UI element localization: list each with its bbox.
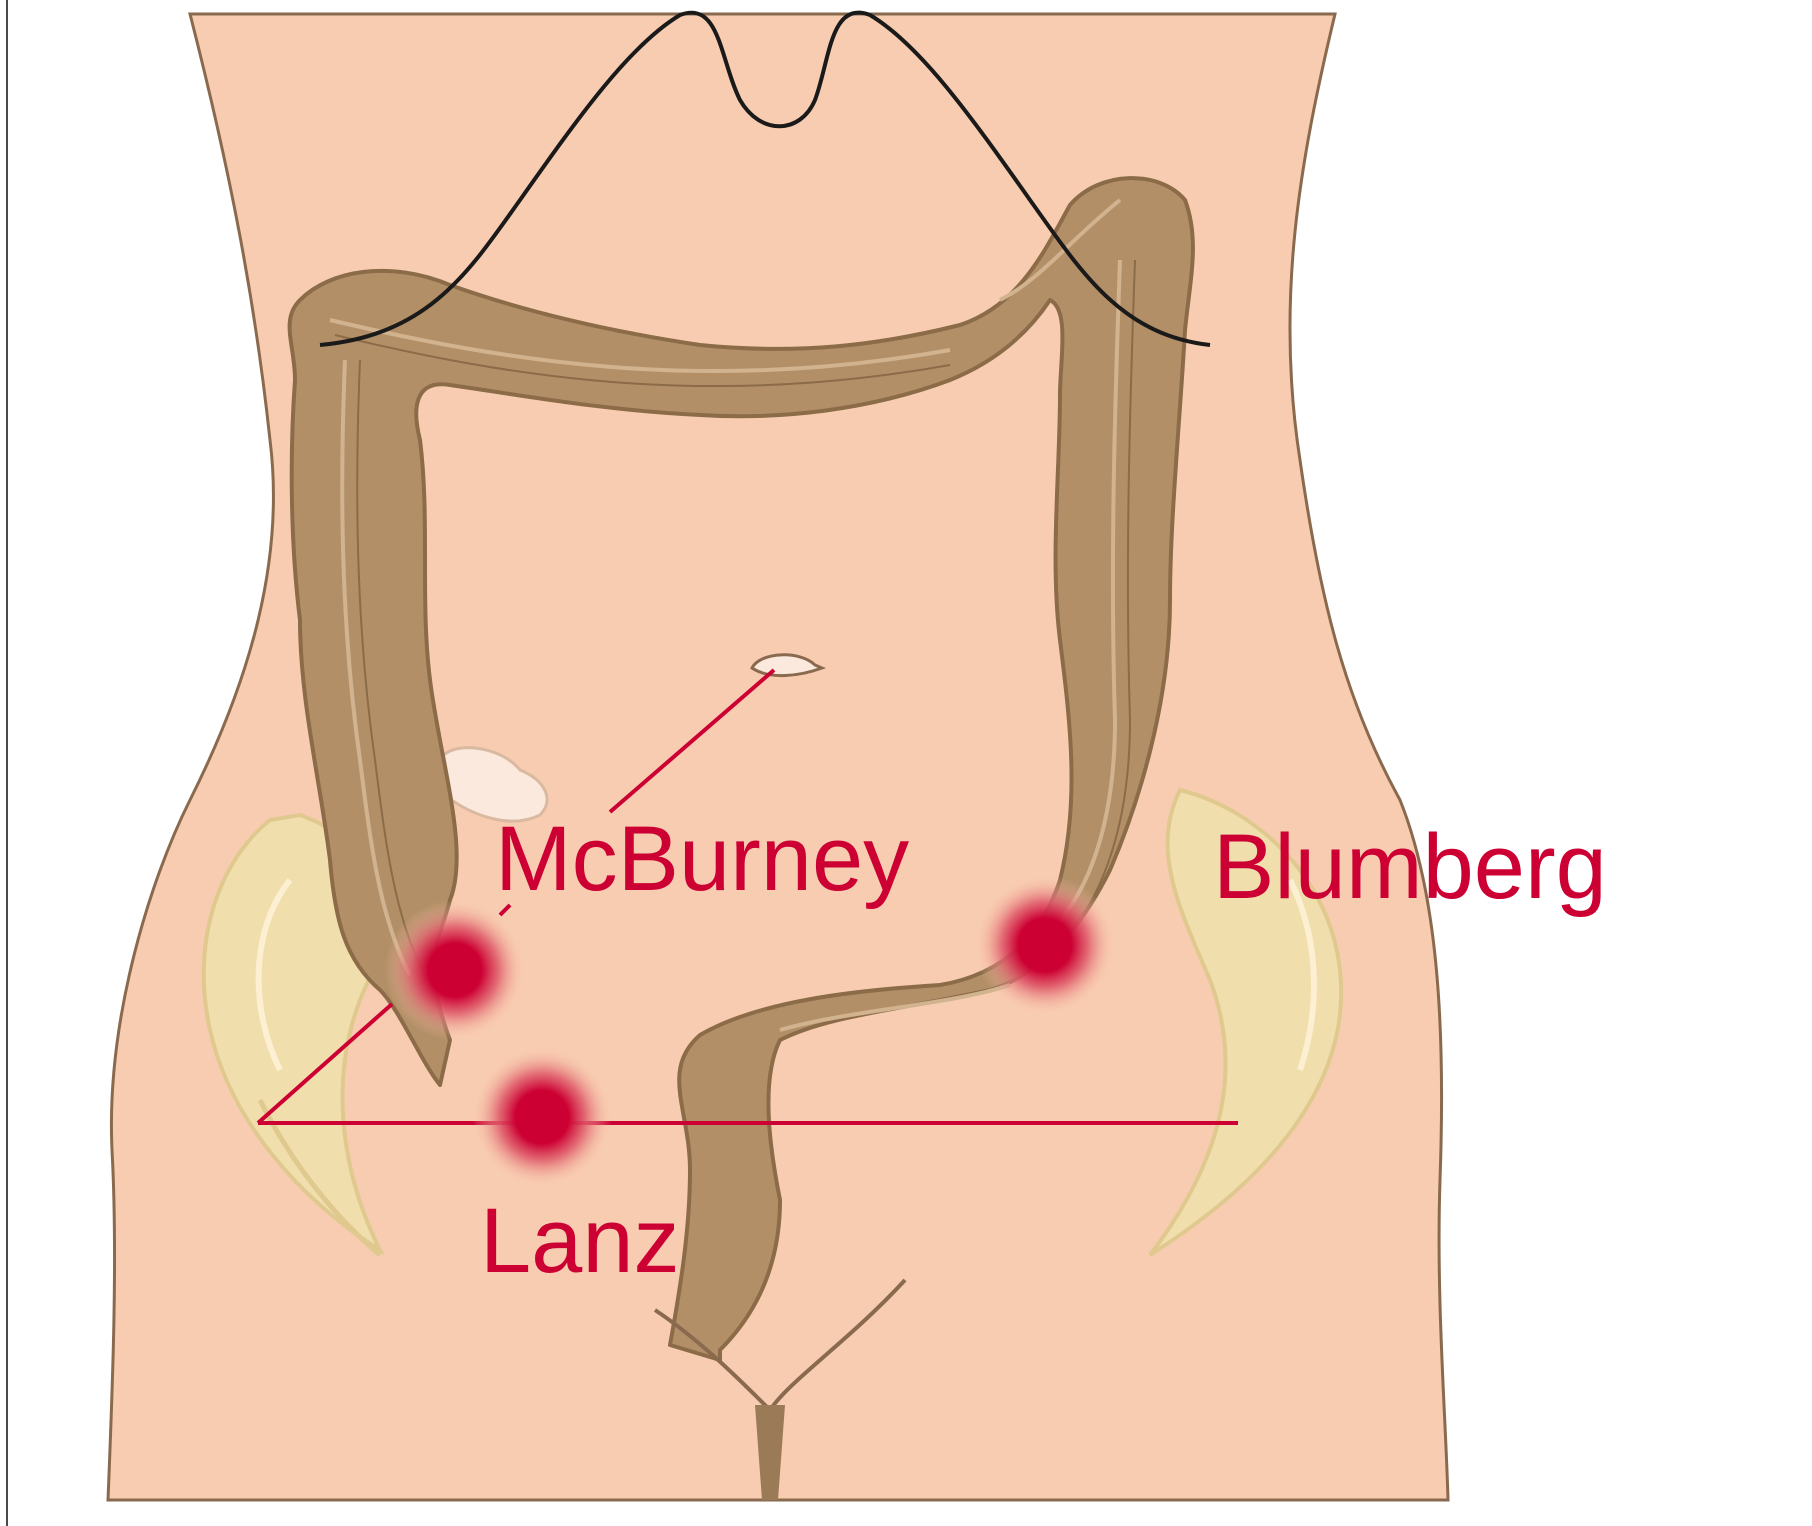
lanz-label: Lanz bbox=[480, 1190, 680, 1292]
blumberg-point-marker bbox=[975, 875, 1115, 1015]
mcburney-point-marker bbox=[385, 900, 525, 1040]
torso-silhouette bbox=[108, 14, 1448, 1500]
lanz-point-marker bbox=[472, 1047, 612, 1187]
blumberg-label: Blumberg bbox=[1213, 816, 1607, 918]
mcburney-label: McBurney bbox=[495, 808, 909, 910]
